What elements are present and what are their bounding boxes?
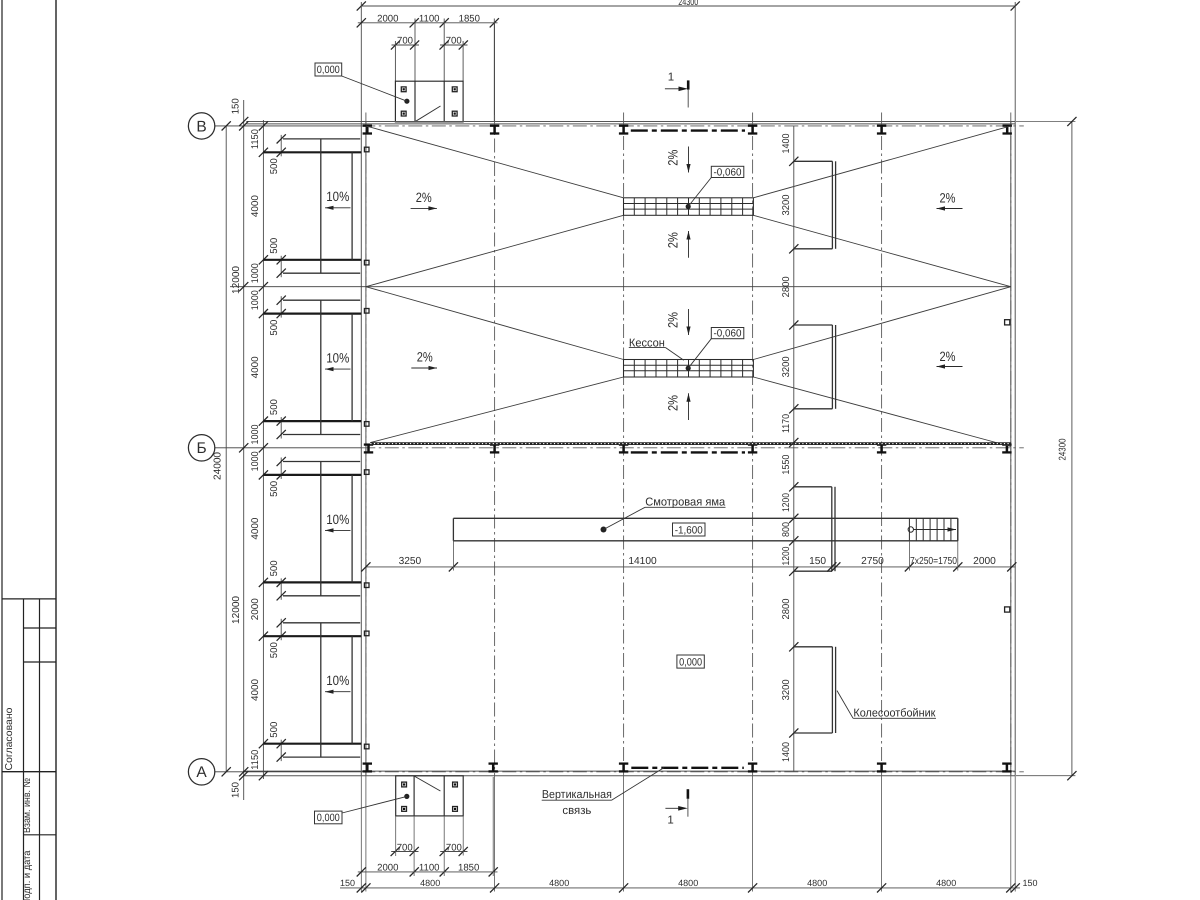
svg-text:150: 150 bbox=[809, 556, 826, 567]
svg-text:2%: 2% bbox=[940, 191, 956, 206]
svg-text:0,000: 0,000 bbox=[317, 812, 340, 824]
svg-text:4800: 4800 bbox=[420, 878, 440, 888]
svg-text:2000: 2000 bbox=[250, 598, 261, 621]
svg-text:2000: 2000 bbox=[973, 556, 996, 567]
svg-text:1: 1 bbox=[668, 71, 674, 83]
svg-text:700: 700 bbox=[446, 36, 462, 47]
svg-text:2%: 2% bbox=[940, 349, 956, 364]
svg-text:1850: 1850 bbox=[458, 862, 479, 873]
svg-text:2%: 2% bbox=[416, 190, 432, 205]
svg-text:1100: 1100 bbox=[419, 13, 440, 24]
svg-text:2000: 2000 bbox=[377, 13, 398, 24]
svg-text:связь: связь bbox=[562, 805, 591, 817]
svg-text:В: В bbox=[196, 118, 206, 135]
svg-text:-0,060: -0,060 bbox=[714, 167, 742, 178]
svg-text:150: 150 bbox=[230, 98, 241, 115]
svg-text:Вертикальная: Вертикальная bbox=[542, 789, 612, 801]
svg-text:500: 500 bbox=[269, 399, 280, 416]
svg-text:700: 700 bbox=[397, 36, 413, 47]
svg-text:Подп. и дата: Подп. и дата bbox=[22, 850, 33, 900]
svg-text:1400: 1400 bbox=[781, 133, 792, 154]
svg-text:1100: 1100 bbox=[419, 862, 440, 873]
svg-text:2%: 2% bbox=[417, 350, 433, 365]
svg-text:500: 500 bbox=[269, 237, 280, 254]
svg-text:2%: 2% bbox=[666, 395, 681, 411]
svg-text:10%: 10% bbox=[326, 351, 349, 366]
svg-text:1400: 1400 bbox=[781, 741, 792, 762]
svg-text:1000: 1000 bbox=[250, 263, 261, 284]
svg-text:Б: Б bbox=[197, 440, 207, 457]
svg-text:14100: 14100 bbox=[628, 556, 657, 567]
svg-text:800: 800 bbox=[781, 522, 792, 537]
svg-text:7x250=1750: 7x250=1750 bbox=[910, 556, 957, 567]
svg-text:1200: 1200 bbox=[781, 546, 792, 565]
svg-text:500: 500 bbox=[269, 560, 280, 577]
svg-text:500: 500 bbox=[269, 480, 280, 497]
svg-text:2%: 2% bbox=[666, 150, 681, 166]
svg-text:12000: 12000 bbox=[231, 266, 242, 294]
svg-text:Согласовано: Согласовано bbox=[4, 707, 15, 770]
svg-text:1200: 1200 bbox=[781, 493, 792, 512]
svg-text:1000: 1000 bbox=[250, 451, 261, 472]
svg-text:2800: 2800 bbox=[781, 598, 792, 620]
svg-text:150: 150 bbox=[340, 878, 355, 888]
svg-text:3200: 3200 bbox=[781, 679, 792, 701]
svg-text:4800: 4800 bbox=[549, 878, 569, 888]
svg-text:А: А bbox=[196, 764, 207, 781]
svg-text:3200: 3200 bbox=[781, 356, 792, 378]
svg-text:0,000: 0,000 bbox=[317, 64, 340, 76]
svg-text:10%: 10% bbox=[326, 512, 349, 527]
svg-text:150: 150 bbox=[1022, 878, 1037, 888]
svg-text:4000: 4000 bbox=[250, 356, 261, 379]
svg-text:4800: 4800 bbox=[678, 878, 698, 888]
svg-text:-1,600: -1,600 bbox=[675, 524, 703, 536]
svg-text:2750: 2750 bbox=[861, 556, 884, 567]
svg-text:24000: 24000 bbox=[213, 452, 224, 480]
svg-text:24300: 24300 bbox=[678, 0, 698, 8]
svg-text:10%: 10% bbox=[326, 189, 349, 204]
svg-text:3200: 3200 bbox=[781, 194, 792, 216]
svg-text:10%: 10% bbox=[326, 673, 349, 688]
svg-text:Взам. инв. №: Взам. инв. № bbox=[22, 778, 33, 833]
svg-text:1: 1 bbox=[667, 815, 673, 827]
svg-text:12000: 12000 bbox=[231, 596, 242, 624]
svg-text:500: 500 bbox=[269, 319, 280, 336]
svg-text:4000: 4000 bbox=[250, 517, 261, 540]
svg-text:2800: 2800 bbox=[781, 276, 792, 298]
svg-text:1550: 1550 bbox=[781, 454, 792, 475]
svg-text:2000: 2000 bbox=[377, 862, 398, 873]
svg-text:Колесоотбойник: Колесоотбойник bbox=[853, 708, 936, 720]
svg-text:500: 500 bbox=[269, 721, 280, 738]
svg-text:150: 150 bbox=[230, 781, 241, 798]
svg-text:4000: 4000 bbox=[250, 678, 261, 701]
svg-text:4000: 4000 bbox=[250, 195, 261, 218]
svg-text:700: 700 bbox=[446, 842, 462, 853]
svg-text:2%: 2% bbox=[666, 232, 681, 248]
svg-text:700: 700 bbox=[397, 842, 413, 853]
svg-text:4800: 4800 bbox=[936, 878, 956, 888]
svg-text:Смотровая яма: Смотровая яма bbox=[645, 497, 726, 509]
svg-text:1170: 1170 bbox=[781, 414, 792, 433]
svg-text:500: 500 bbox=[269, 642, 280, 659]
svg-text:24300: 24300 bbox=[1058, 438, 1069, 460]
svg-text:Кессон: Кессон bbox=[629, 337, 665, 349]
svg-text:1000: 1000 bbox=[250, 290, 261, 311]
svg-text:4800: 4800 bbox=[807, 878, 827, 888]
svg-text:1150: 1150 bbox=[250, 749, 261, 770]
svg-text:500: 500 bbox=[269, 158, 280, 175]
svg-text:1150: 1150 bbox=[250, 129, 261, 150]
svg-text:2%: 2% bbox=[666, 312, 681, 328]
svg-text:1000: 1000 bbox=[250, 424, 261, 445]
svg-text:3250: 3250 bbox=[399, 556, 422, 567]
svg-text:1850: 1850 bbox=[459, 13, 480, 24]
svg-text:0,000: 0,000 bbox=[679, 656, 702, 668]
svg-text:-0,060: -0,060 bbox=[714, 329, 742, 340]
